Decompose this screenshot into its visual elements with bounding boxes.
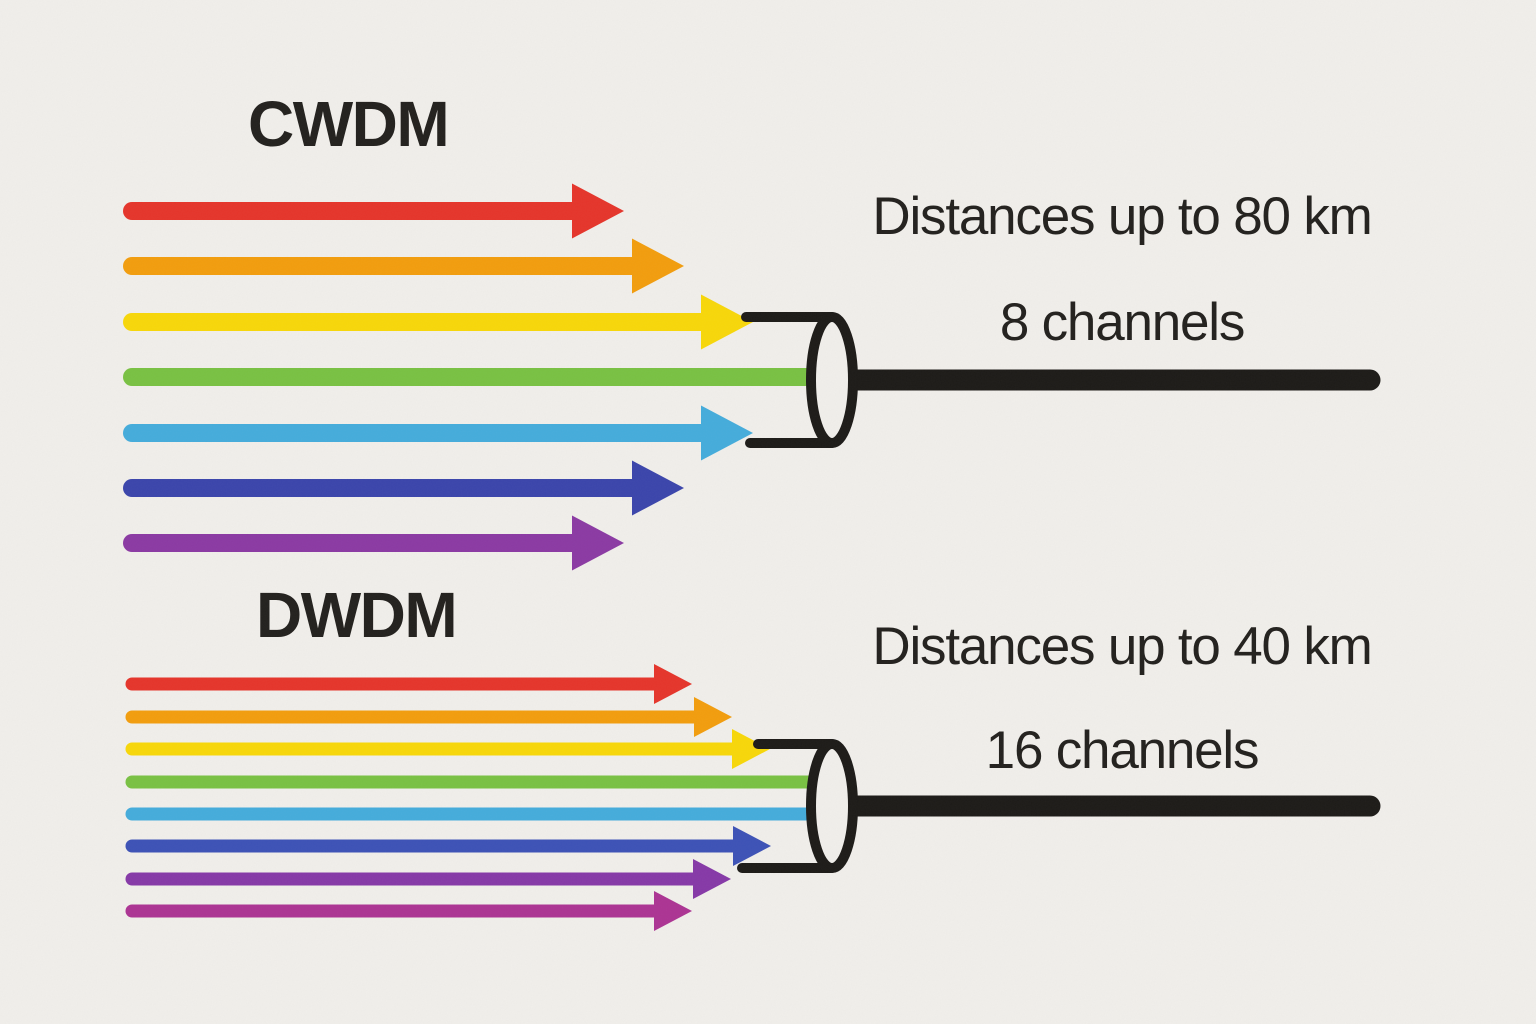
- cwdm-orange-wavelength-arrow-head: [632, 238, 684, 294]
- dwdm-blue-wavelength-arrow-head: [733, 826, 771, 866]
- cwdm-red-wavelength-arrow-head: [572, 183, 624, 239]
- dwdm-tube-end-ellipse: [806, 739, 858, 873]
- cwdm-tube-end-ellipse: [806, 312, 858, 448]
- dwdm-channels-label: 16 channels: [985, 721, 1260, 780]
- cwdm-channels-label: 8 channels: [999, 293, 1246, 352]
- cwdm-cyan-wavelength-arrow-head: [701, 405, 753, 461]
- dwdm-title: DWDM: [256, 579, 458, 651]
- cwdm-title: CWDM: [248, 88, 450, 160]
- dwdm-yellow-wavelength-arrow-head: [732, 729, 770, 769]
- dwdm-orange-wavelength-arrow-head: [694, 697, 732, 737]
- cwdm-distance-label: Distances up to 80 km: [872, 187, 1372, 246]
- cwdm-yellow-wavelength-arrow-head: [701, 294, 753, 350]
- dwdm-distance-label: Distances up to 40 km: [872, 617, 1372, 676]
- cwdm-purple-wavelength-arrow-head: [572, 515, 624, 571]
- dwdm-purple-wavelength-arrow-head: [693, 859, 731, 899]
- cwdm-blue-wavelength-arrow-head: [632, 460, 684, 516]
- dwdm-red-wavelength-arrow-head: [654, 664, 692, 704]
- dwdm-group: [125, 664, 1381, 931]
- dwdm-magenta-wavelength-arrow-head: [654, 891, 692, 931]
- cwdm-group: [123, 183, 1381, 571]
